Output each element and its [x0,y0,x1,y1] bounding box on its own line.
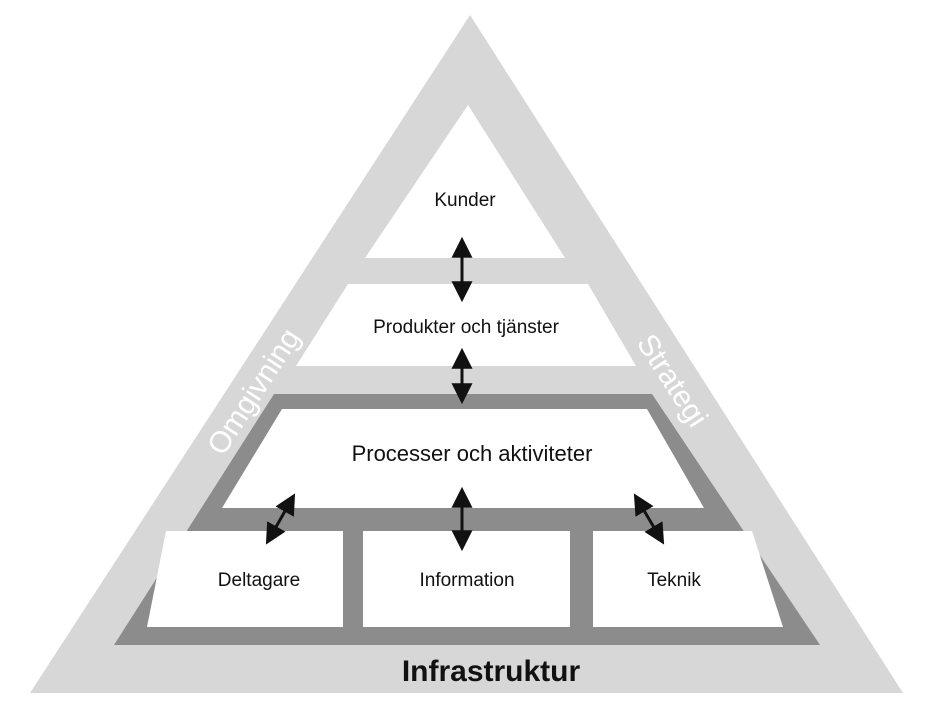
label-produkter: Produkter och tjänster [373,317,560,338]
arrow-processer-teknik [633,493,665,545]
label-processer: Processer och aktiviteter [352,441,593,466]
arrow-processer-deltagare [265,493,296,545]
label-teknik: Teknik [647,570,701,591]
label-information: Information [419,570,514,591]
label-deltagare: Deltagare [218,570,300,591]
produkter-box [296,284,636,366]
deltagare-box [147,531,343,627]
processer-box [222,409,704,508]
kunder-box [365,105,565,258]
teknik-box [593,531,783,627]
label-infrastruktur: Infrastruktur [402,655,581,688]
label-kunder: Kunder [434,190,496,211]
